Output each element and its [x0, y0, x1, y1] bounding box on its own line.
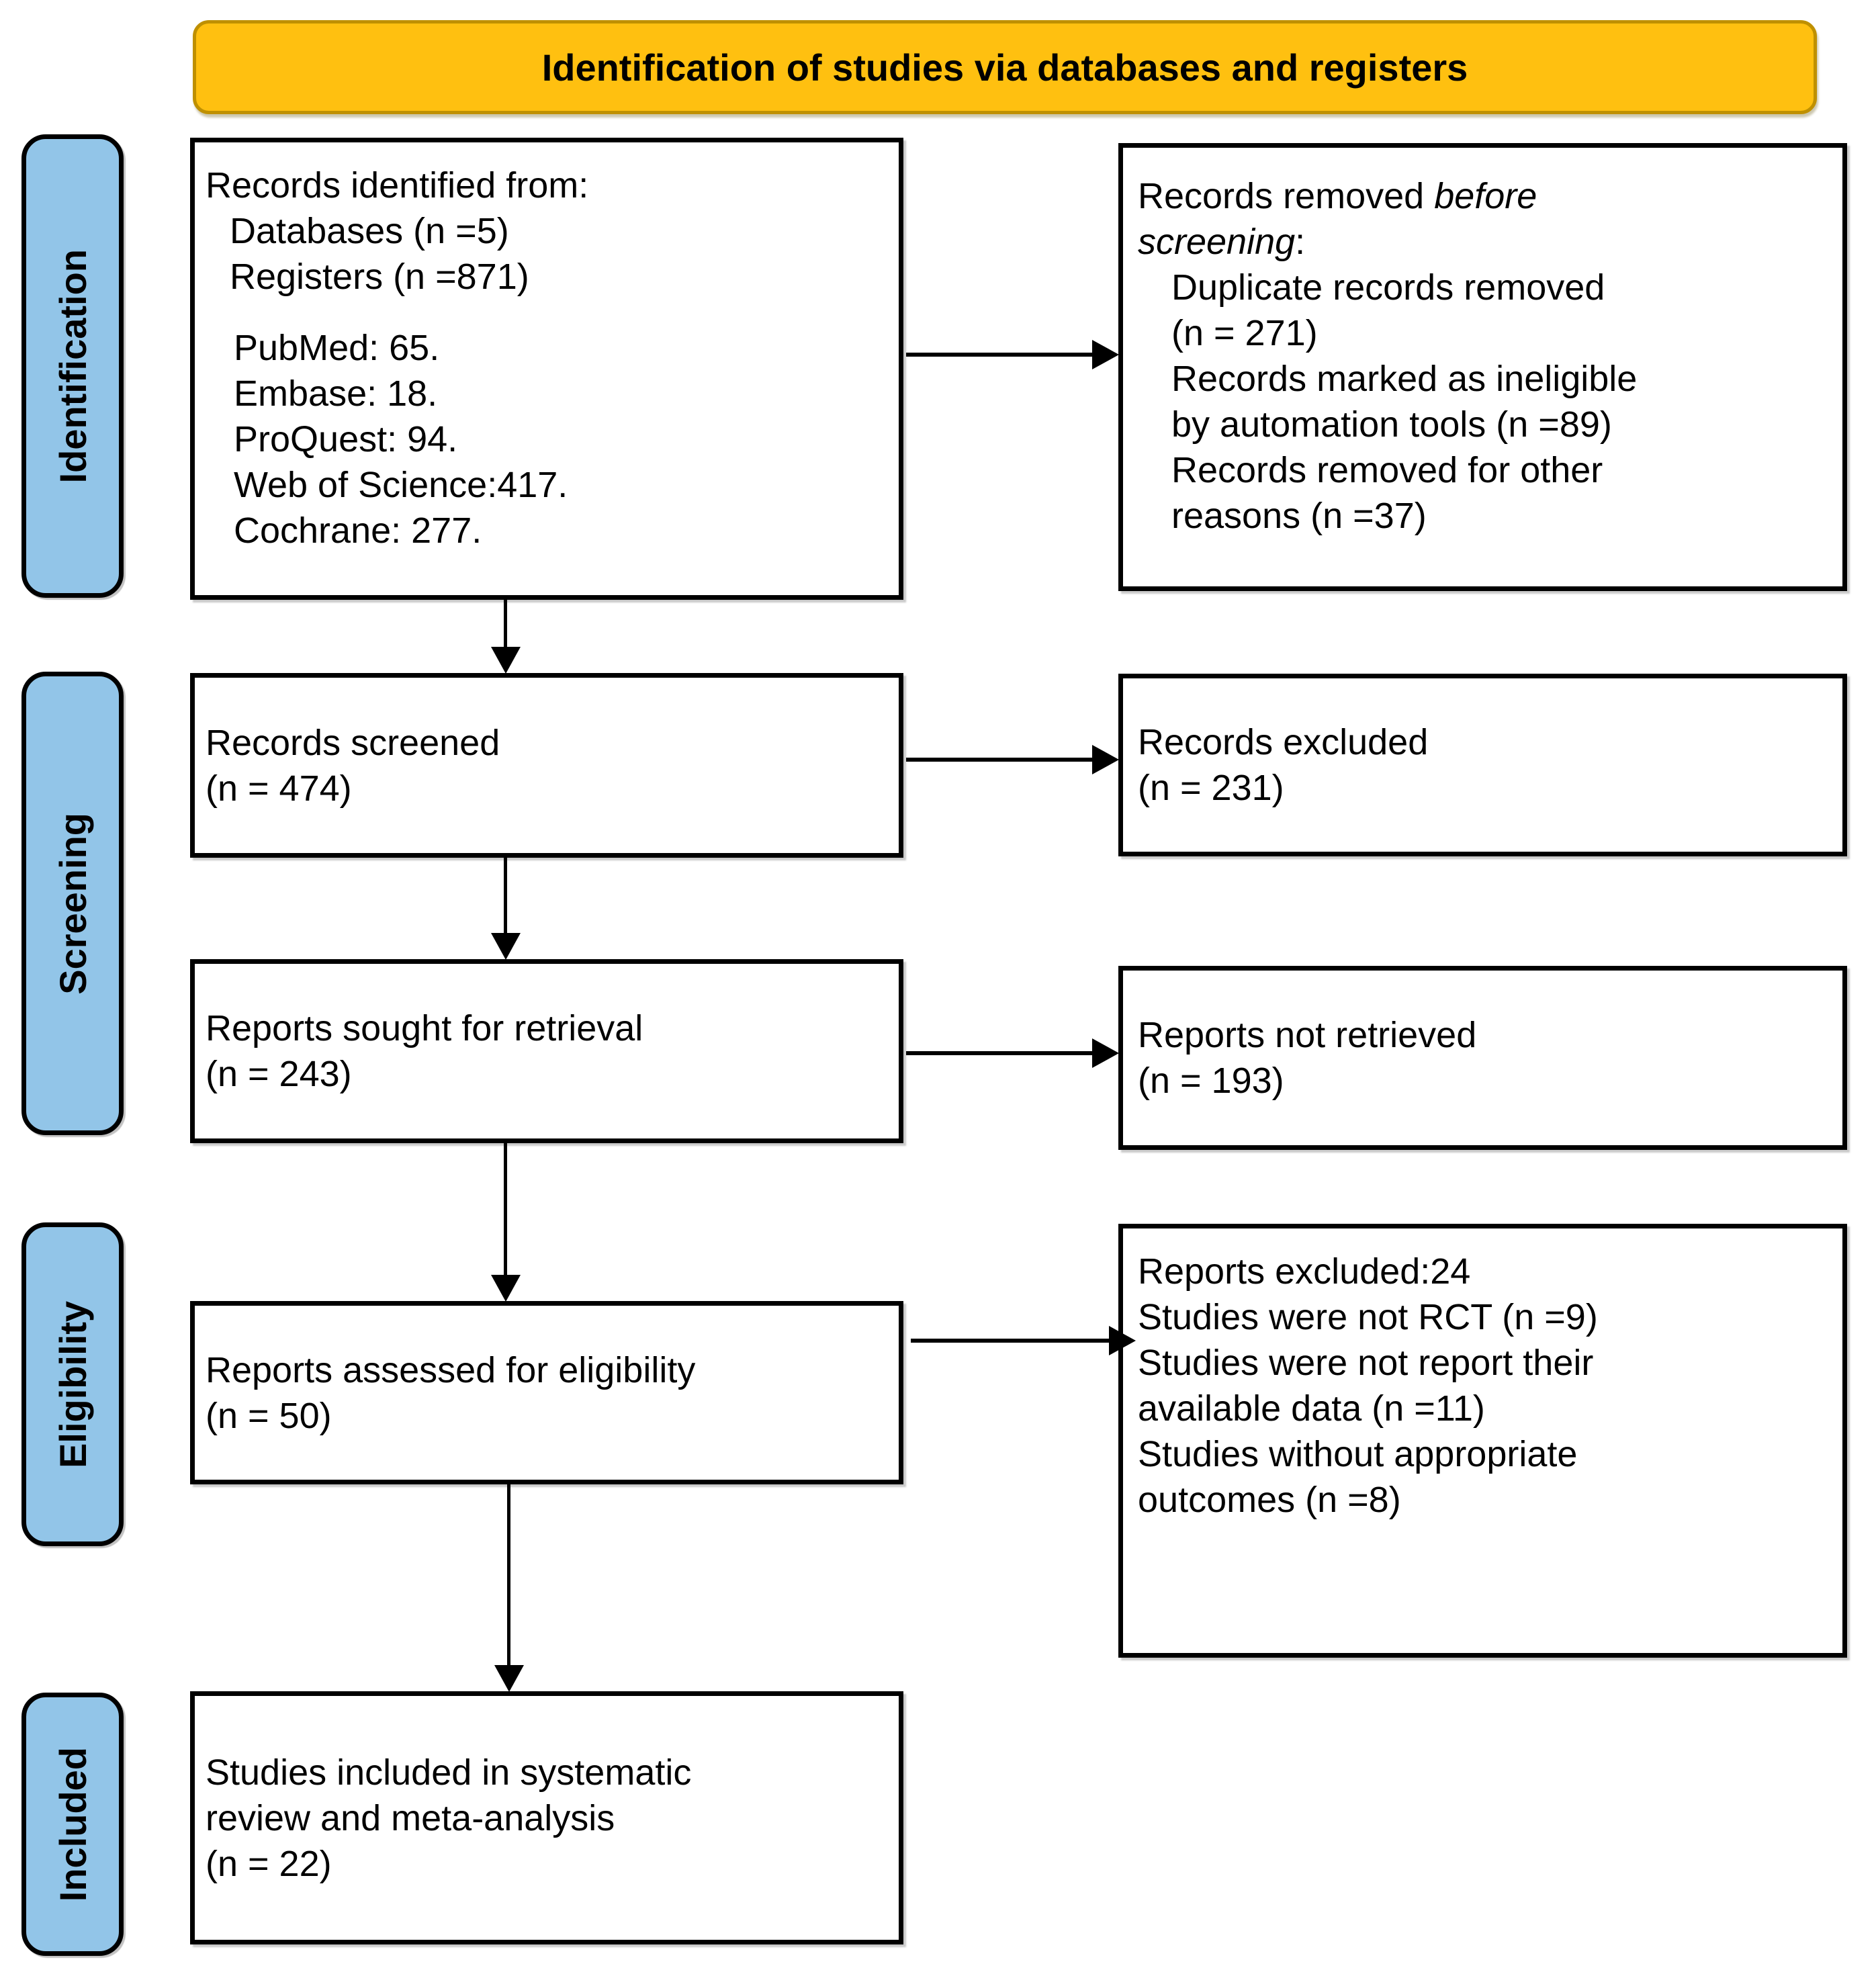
box-line: review and meta-analysis — [206, 1797, 615, 1838]
stage-identification: Identification — [21, 134, 124, 598]
arrow-line — [504, 600, 507, 650]
box-line: (n = 271) — [1171, 313, 1318, 353]
arrow-head-right-icon — [1092, 745, 1119, 774]
box-line: PubMed: 65. — [234, 328, 440, 368]
stage-included: Included — [21, 1693, 124, 1956]
stage-screening: Screening — [21, 672, 124, 1135]
box-line: Records removed before — [1138, 173, 1842, 219]
box-records-removed: Records removed before screening: Duplic… — [1118, 143, 1847, 591]
box-line: (n = 22) — [206, 1843, 332, 1884]
arrow-line — [906, 1051, 1093, 1055]
title-banner: Identification of studies via databases … — [193, 20, 1817, 114]
box-line: Studies were not report their — [1138, 1343, 1594, 1383]
stage-identification-label: Identification — [51, 249, 94, 484]
intro-italic: screening — [1138, 222, 1296, 262]
box-line: Reports assessed for eligibility — [206, 1349, 696, 1390]
box-line: (n = 474) — [206, 768, 352, 809]
box-line: (n = 50) — [206, 1395, 332, 1436]
box-reports-not-retrieved: Reports not retrieved (n = 193) — [1118, 966, 1847, 1150]
arrow-head-down-icon — [491, 1275, 521, 1302]
stage-screening-label: Screening — [51, 812, 94, 995]
box-studies-included: Studies included in systematic review an… — [190, 1691, 903, 1944]
box-line: Reports excluded:24 — [1138, 1251, 1471, 1292]
title-banner-label: Identification of studies via databases … — [541, 46, 1468, 89]
stage-eligibility-label: Eligibility — [51, 1300, 94, 1468]
arrow-line — [507, 1484, 510, 1668]
box-records-excluded: Records excluded (n = 231) — [1118, 674, 1847, 856]
box-reports-sought: Reports sought for retrieval (n = 243) — [190, 959, 903, 1143]
arrow-assessed-to-excluded — [911, 1325, 1136, 1357]
arrow-screened-to-sought — [490, 858, 522, 960]
stage-eligibility: Eligibility — [21, 1222, 124, 1546]
arrow-sought-to-not-retrieved — [906, 1037, 1119, 1069]
arrow-screened-to-excluded — [906, 744, 1119, 776]
box-line: Reports not retrieved — [1138, 1015, 1477, 1055]
arrow-line — [504, 858, 507, 936]
box-line: Records identified from: — [206, 165, 589, 206]
box-reports-excluded: Reports excluded:24 Studies were not RCT… — [1118, 1224, 1847, 1658]
box-line: Records removed for other — [1171, 450, 1603, 490]
arrow-head-right-icon — [1109, 1326, 1136, 1355]
intro-italic: before — [1434, 176, 1537, 216]
box-reports-assessed: Reports assessed for eligibility (n = 50… — [190, 1301, 903, 1484]
box-records-screened: Records screened (n = 474) — [190, 673, 903, 858]
arrow-head-right-icon — [1092, 340, 1119, 369]
box-line: Studies without appropriate — [1138, 1434, 1578, 1474]
box-line: Studies were not RCT (n =9) — [1138, 1297, 1598, 1337]
box-line: Reports sought for retrieval — [206, 1008, 643, 1048]
box-line: screening: — [1138, 219, 1842, 265]
box-line: Duplicate records removed — [1171, 267, 1605, 308]
box-line: Records excluded — [1138, 722, 1429, 762]
box-line: Web of Science:417. — [234, 465, 568, 505]
box-line: (n = 243) — [206, 1054, 352, 1094]
box-line: Databases (n =5) — [230, 211, 509, 251]
stage-included-label: Included — [51, 1746, 94, 1902]
box-line: Studies included in systematic — [206, 1752, 692, 1793]
arrow-line — [906, 353, 1093, 357]
arrow-head-down-icon — [494, 1665, 524, 1692]
intro-suffix: : — [1295, 222, 1306, 262]
box-line: Records marked as ineligible — [1171, 359, 1638, 399]
box-line: Registers (n =871) — [230, 257, 529, 297]
box-line: Embase: 18. — [234, 373, 438, 414]
arrow-line — [504, 1143, 507, 1278]
box-line: (n = 231) — [1138, 768, 1284, 808]
arrow-identified-to-screened — [490, 600, 522, 674]
arrow-sought-to-assessed — [490, 1143, 522, 1302]
box-line: (n = 193) — [1138, 1061, 1284, 1101]
intro-prefix: Records removed — [1138, 176, 1435, 216]
box-line: Records screened — [206, 722, 500, 763]
box-line: reasons (n =37) — [1171, 496, 1427, 536]
box-line: outcomes (n =8) — [1138, 1480, 1401, 1520]
box-line: by automation tools (n =89) — [1171, 404, 1612, 445]
box-line: ProQuest: 94. — [234, 419, 458, 459]
box-records-identified: Records identified from: Databases (n =5… — [190, 138, 903, 600]
arrow-head-down-icon — [491, 933, 521, 960]
box-line: available data (n =11) — [1138, 1388, 1485, 1429]
box-line: Cochrane: 277. — [234, 510, 482, 551]
arrow-head-right-icon — [1092, 1038, 1119, 1068]
arrow-assessed-to-included — [493, 1484, 525, 1692]
arrow-head-down-icon — [491, 647, 521, 674]
arrow-line — [906, 758, 1093, 762]
arrow-identified-to-removed — [906, 339, 1119, 371]
arrow-line — [911, 1339, 1110, 1343]
spacer — [206, 300, 899, 325]
